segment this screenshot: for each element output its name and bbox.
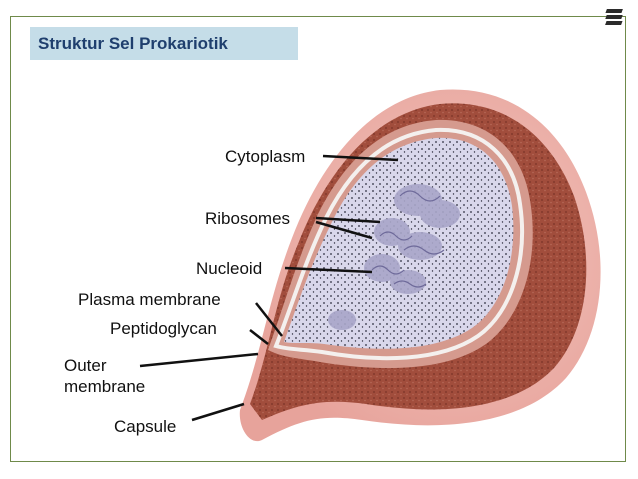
slide-title: Struktur Sel Prokariotik [38, 34, 228, 53]
slide-frame [10, 16, 626, 462]
nucleoid-dna-strands [371, 190, 445, 288]
label-nucleoid: Nucleoid [196, 259, 262, 278]
label-outer-membrane-line1: Outer [64, 356, 107, 375]
label-capsule: Capsule [114, 417, 176, 436]
label-plasma-membrane: Plasma membrane [78, 290, 221, 309]
label-ribosomes: Ribosomes [205, 209, 290, 228]
pointer-lines [139, 154, 399, 422]
slideshare-logo-icon [605, 9, 623, 25]
label-peptidoglycan: Peptidoglycan [110, 319, 217, 338]
label-cytoplasm: Cytoplasm [225, 147, 305, 166]
title-box: Struktur Sel Prokariotik [30, 27, 298, 60]
label-outer-membrane-line2: membrane [64, 377, 145, 396]
